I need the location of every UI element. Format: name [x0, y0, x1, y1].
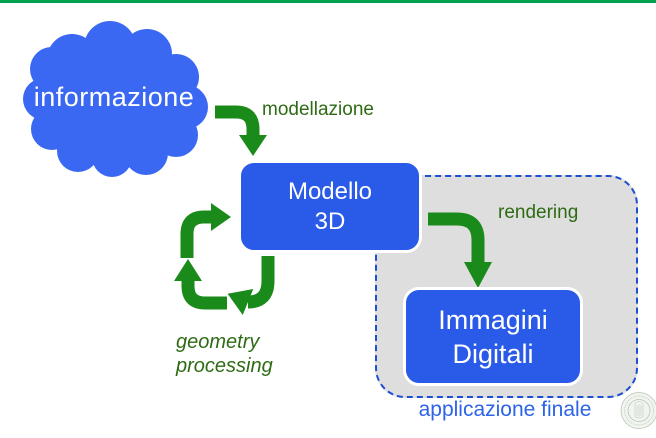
geometry-label-line1: geometry	[176, 331, 260, 353]
top-accent-bar	[0, 0, 656, 3]
cloud-icon	[20, 17, 208, 177]
applicazione-finale-label: applicazione finale	[418, 398, 592, 421]
geometry-label-line2: processing	[176, 355, 273, 377]
modellazione-arrow-icon	[215, 105, 267, 156]
modello-box-line1: Modello	[287, 177, 373, 205]
rendering-label: rendering	[498, 202, 579, 223]
modello-box-line2: 3D	[314, 207, 346, 235]
modellazione-label: modellazione	[262, 99, 374, 120]
university-seal-icon	[620, 392, 656, 429]
geometry-processing-label: geometry processing	[176, 330, 273, 378]
immagini-box-line1: Immagini	[438, 304, 548, 335]
modello-3d-box: Modello 3D	[238, 160, 422, 253]
immagini-digitali-box: Immagini Digitali	[403, 287, 583, 386]
rendering-arrow-icon	[428, 212, 492, 288]
iteration-cycle-arrows-icon	[174, 203, 275, 315]
cloud-label: informazione	[33, 81, 195, 112]
cloud-shape-icon	[23, 21, 208, 177]
immagini-box-line2: Digitali	[452, 338, 534, 369]
